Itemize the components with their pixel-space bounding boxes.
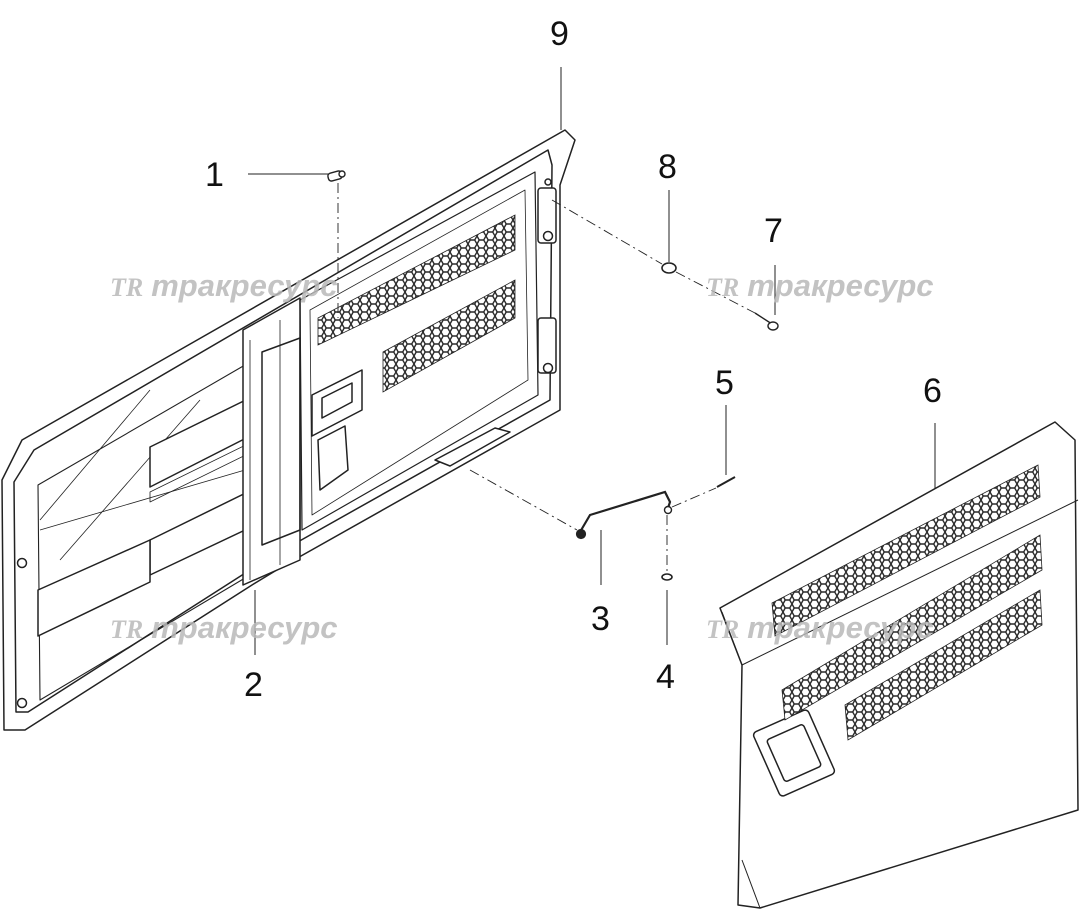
- leader-lines: [248, 67, 936, 655]
- outer-panel-mesh-grille: [771, 464, 1043, 741]
- callout-5: 5: [715, 364, 734, 402]
- bolt-part: [754, 312, 779, 331]
- cotter-pin-part: [716, 476, 736, 488]
- washer-part: [661, 573, 673, 581]
- callout-9: 9: [550, 15, 569, 53]
- watermark-text: тракресурс: [747, 268, 934, 303]
- watermark-text: тракресурс: [747, 610, 934, 645]
- callout-6: 6: [923, 372, 942, 410]
- assembly-lines: [337, 183, 756, 572]
- callout-4: 4: [656, 658, 675, 696]
- watermark-logo: TR: [110, 615, 144, 644]
- callout-3: 3: [591, 600, 610, 638]
- pin-part: [327, 170, 346, 182]
- watermark-text: тракресурс: [151, 610, 338, 645]
- watermark-text: тракресурс: [151, 268, 338, 303]
- inner-panel-mesh-grille: [317, 214, 516, 393]
- outer-door-panel: [719, 421, 1079, 909]
- callout-8: 8: [658, 148, 677, 186]
- watermark-logo: TR: [706, 273, 740, 302]
- flat-washer-part: [661, 262, 677, 274]
- callout-2: 2: [244, 666, 263, 704]
- callout-7: 7: [764, 212, 783, 250]
- lock-rod-part: [575, 490, 673, 540]
- watermark-logo: TR: [110, 273, 144, 302]
- callout-1: 1: [205, 156, 224, 194]
- watermark-logo: TR: [706, 615, 740, 644]
